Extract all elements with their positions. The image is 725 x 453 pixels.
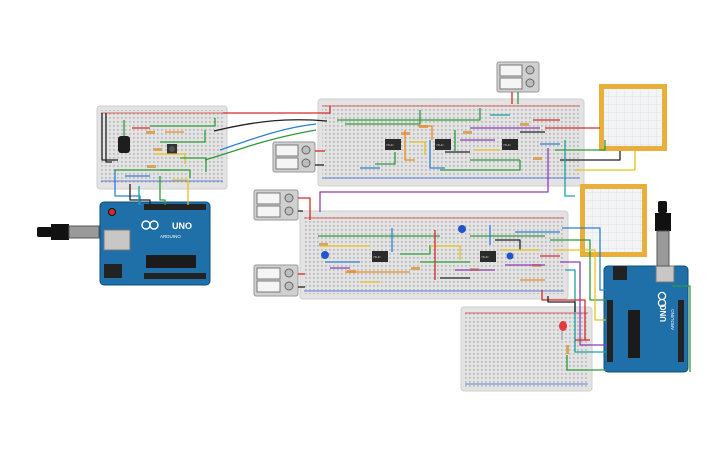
- chips: 74HC 74HC 74HC 74HC 74HC: [372, 139, 518, 262]
- chip-label: 74HC: [373, 255, 382, 259]
- power-supply-left-upper[interactable]: [272, 141, 316, 173]
- usb-plug-icon: [37, 224, 100, 240]
- potentiometer[interactable]: [458, 225, 466, 233]
- chip-label: 74HC: [386, 143, 395, 147]
- infinity-logo-icon: [657, 291, 667, 308]
- chip[interactable]: 74HC: [372, 251, 388, 262]
- usb-plug-icon: [655, 201, 671, 267]
- chip-label: 74HC: [481, 255, 490, 259]
- power-supply-left-middle[interactable]: [253, 189, 299, 221]
- led[interactable]: [559, 321, 567, 340]
- potentiometer[interactable]: [506, 252, 514, 260]
- potentiometer[interactable]: [321, 251, 329, 259]
- power-supply-left-lower[interactable]: [253, 264, 299, 297]
- board-model-label: UNO: [659, 304, 668, 322]
- pushbutton[interactable]: [167, 144, 177, 154]
- breadboard-top-left[interactable]: [96, 105, 228, 190]
- display-middle-right[interactable]: [580, 184, 647, 257]
- capacitor[interactable]: [118, 136, 130, 153]
- board-brand-label: ARDUINO: [160, 234, 181, 239]
- breadboard-bottom-right[interactable]: [460, 306, 593, 392]
- power-supply-top[interactable]: [496, 61, 540, 93]
- arduino-right[interactable]: UNO ARDUINO: [603, 265, 689, 373]
- infinity-logo-icon: [141, 220, 159, 230]
- chip-label: 74HC: [436, 143, 445, 147]
- board-model-label: UNO: [172, 221, 192, 231]
- chip[interactable]: 74HC: [385, 139, 401, 150]
- chip[interactable]: 74HC: [480, 251, 496, 262]
- reset-button-icon[interactable]: [108, 208, 116, 216]
- chip[interactable]: 74HC: [502, 139, 518, 150]
- breadboard-middle[interactable]: [299, 210, 569, 300]
- chip[interactable]: 74HC: [435, 139, 451, 150]
- display-top-right[interactable]: [599, 84, 667, 151]
- board-brand-label: ARDUINO: [670, 309, 675, 330]
- arduino-left[interactable]: UNO ARDUINO: [99, 201, 211, 286]
- wires: [101, 92, 691, 372]
- chip-label: 74HC: [503, 143, 512, 147]
